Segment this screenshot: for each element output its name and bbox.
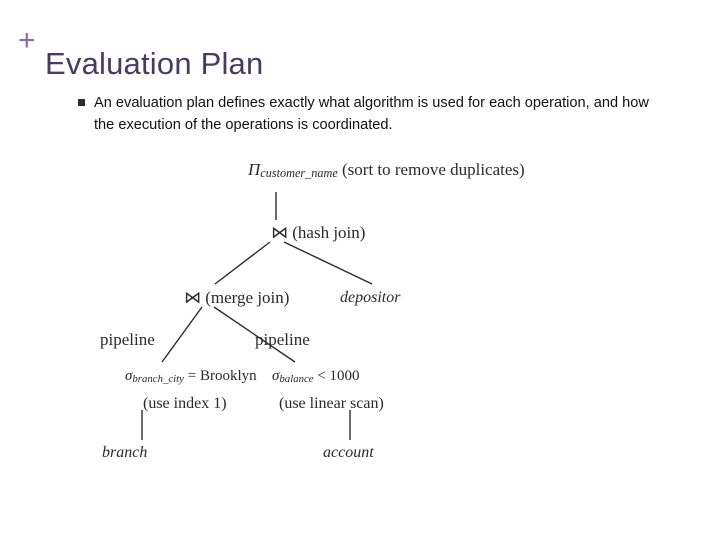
selection-op-symbol: σ [125, 368, 133, 384]
node-account-relation: account [323, 444, 374, 461]
selection-condition: < 1000 [317, 368, 360, 384]
node-merge-join: ⋈ (merge join) [184, 288, 289, 308]
page-title: Evaluation Plan [45, 46, 264, 81]
bullet-list-item: An evaluation plan defines exactly what … [78, 92, 668, 136]
node-hash-join: ⋈ (hash join) [271, 223, 365, 243]
selection-op-symbol: σ [272, 368, 280, 384]
plan-tree-edges [141, 192, 373, 440]
edge-label-pipeline-left: pipeline [100, 330, 155, 349]
selection-subscript: balance [279, 372, 314, 385]
node-select-branch-city: σbranch_city = Brooklyn [125, 368, 257, 385]
node-select-balance: σbalance < 1000 [272, 368, 360, 385]
bullet-item-label: An evaluation plan defines exactly what … [94, 95, 649, 133]
projection-op-symbol: Π [248, 160, 261, 179]
plus-icon: + [18, 24, 36, 57]
join-symbol-icon: ⋈ [184, 288, 201, 308]
node-branch-relation: branch [102, 444, 148, 461]
select-balance-annotation: (use linear scan) [279, 395, 384, 412]
square-bullet-icon [78, 92, 94, 106]
node-depositor-relation: depositor [340, 289, 401, 306]
selection-subscript: branch_city [132, 372, 184, 385]
hash-join-annotation: (hash join) [292, 223, 366, 242]
projection-subscript: customer_name [260, 166, 338, 181]
evaluation-plan-figure: Πcustomer_name (sort to remove duplicate… [80, 152, 680, 482]
node-projection: Πcustomer_name (sort to remove duplicate… [248, 160, 525, 181]
merge-join-annotation: (merge join) [205, 288, 290, 307]
selection-condition: = Brooklyn [187, 368, 257, 384]
join-symbol-icon: ⋈ [271, 223, 288, 243]
select-branch-annotation: (use index 1) [143, 395, 227, 412]
projection-annotation: (sort to remove duplicates) [342, 160, 525, 179]
edge-label-pipeline-right: pipeline [255, 330, 310, 349]
